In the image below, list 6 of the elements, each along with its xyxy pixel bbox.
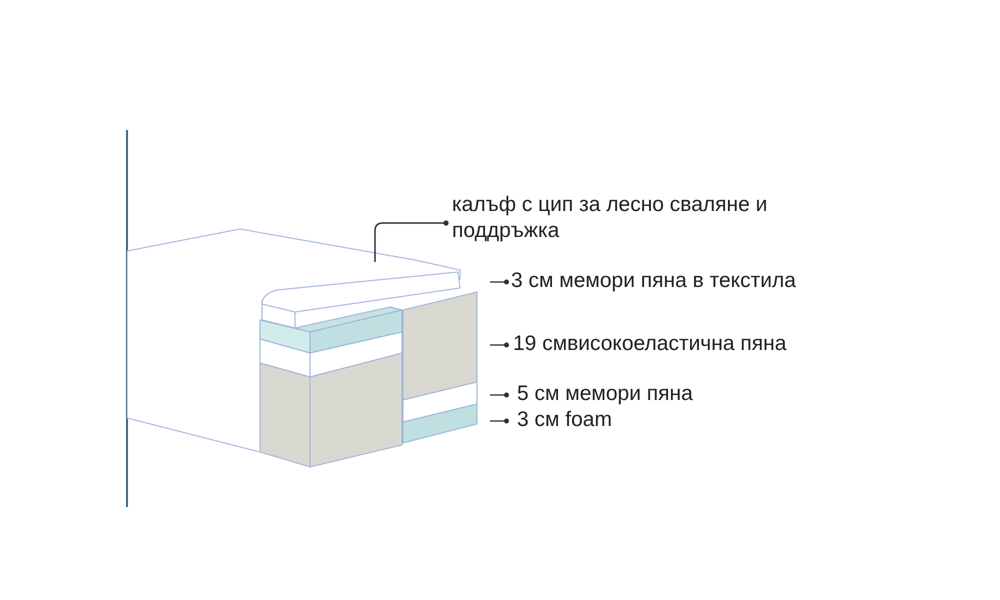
layer-label: 19 смвисокоеластична пяна: [513, 331, 786, 357]
leader-line: [374, 220, 449, 262]
callout-text: калъф с цип за лесно сваляне и поддръжка: [446, 192, 796, 244]
layer-label: 3 см мемори пяна в текстила: [511, 268, 796, 294]
layer-label: 3 см foam: [517, 407, 612, 433]
layer-label: 5 см мемори пяна: [517, 381, 693, 407]
